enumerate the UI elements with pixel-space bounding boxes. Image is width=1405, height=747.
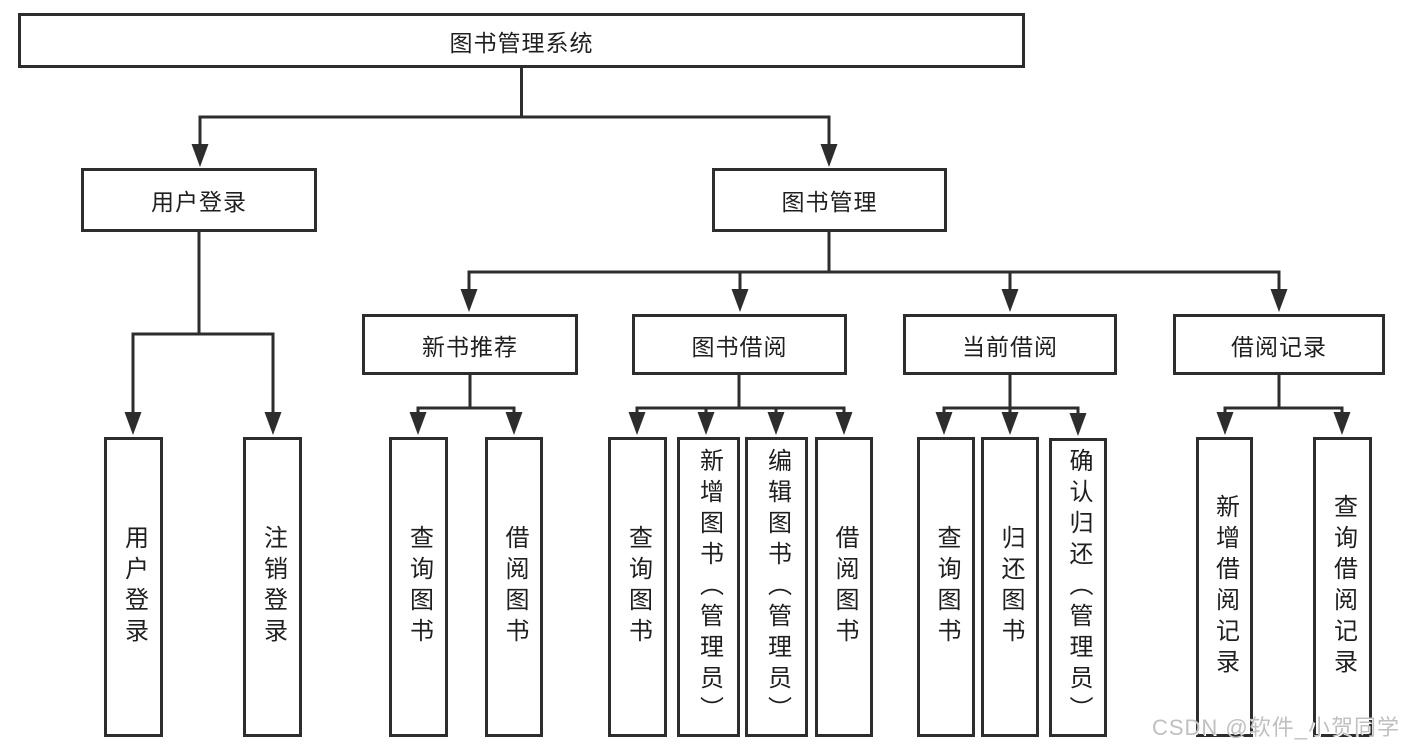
leaf-bb-add-book: 新增图书（管理员） xyxy=(677,437,740,737)
node-label: 归还图书 xyxy=(997,525,1024,649)
node-borrow-record: 借阅记录 xyxy=(1173,314,1385,375)
connector-new-book-children xyxy=(416,375,516,413)
node-label: 借阅记录 xyxy=(1231,333,1327,360)
csdn-watermark: CSDN @软件_小贺同学 xyxy=(1151,715,1400,740)
node-label: 借阅图书 xyxy=(501,525,528,649)
leaf-bb-borrow-book: 借阅图书 xyxy=(815,437,873,737)
node-label: 新书推荐 xyxy=(422,333,518,360)
node-label: 查询图书 xyxy=(405,525,433,649)
node-label: 查询借阅记录 xyxy=(1329,494,1357,680)
arrowheads-level2 xyxy=(191,144,838,167)
node-label: 编辑图书（管理员） xyxy=(763,447,791,727)
node-label: 用户登录 xyxy=(151,189,247,215)
connector-book-mgmt-children xyxy=(467,232,1281,290)
node-label: 新增图书（管理员） xyxy=(695,447,723,727)
node-label: 确认归还（管理员） xyxy=(1065,448,1092,727)
node-label: 图书管理 xyxy=(781,189,878,215)
leaf-bb-edit-book: 编辑图书（管理员） xyxy=(745,437,808,737)
leaf-cb-query-book: 查询图书 xyxy=(917,437,975,737)
node-label: 用户登录 xyxy=(120,525,148,649)
leaf-nbr-query-book: 查询图书 xyxy=(389,437,448,737)
arrowheads-user-login xyxy=(124,412,282,435)
leaf-cb-return-book: 归还图书 xyxy=(981,437,1039,737)
node-label: 查询图书 xyxy=(624,525,652,649)
node-user-login: 用户登录 xyxy=(81,168,317,232)
connector-user-login-children xyxy=(131,232,275,413)
arrowheads-borrow-record xyxy=(1216,412,1351,435)
node-book-borrow: 图书借阅 xyxy=(632,314,847,375)
leaf-br-query-record: 查询借阅记录 xyxy=(1313,437,1372,737)
arrowheads-book-borrow xyxy=(628,412,853,435)
connector-root-to-level2 xyxy=(198,68,831,145)
leaf-cb-confirm-return: 确认归还（管理员） xyxy=(1049,438,1107,737)
node-label: 借阅图书 xyxy=(831,525,858,649)
node-label: 注销登录 xyxy=(259,525,287,649)
node-new-book-rec: 新书推荐 xyxy=(362,314,578,375)
node-label: 新增借阅记录 xyxy=(1211,494,1239,680)
node-root: 图书管理系统 xyxy=(18,13,1025,68)
leaf-logout: 注销登录 xyxy=(243,437,302,737)
arrowheads-new-book xyxy=(409,412,523,435)
node-label: 查询图书 xyxy=(933,525,960,649)
node-label: 图书管理系统 xyxy=(449,29,594,56)
node-label: 图书借阅 xyxy=(691,333,788,360)
node-label: 当前借阅 xyxy=(962,333,1058,360)
arrowheads-current-borrow xyxy=(935,412,1087,436)
connector-current-borrow-children xyxy=(942,375,1080,414)
leaf-bb-query-book: 查询图书 xyxy=(608,437,667,737)
leaf-nbr-borrow-book: 借阅图书 xyxy=(485,437,543,737)
node-book-mgmt: 图书管理 xyxy=(712,168,947,232)
leaf-user-login: 用户登录 xyxy=(104,437,163,737)
node-current-borrow: 当前借阅 xyxy=(903,314,1117,375)
connector-book-borrow-children xyxy=(635,375,846,413)
connector-borrow-record-children xyxy=(1223,375,1344,413)
arrowheads-level3 xyxy=(460,289,1288,312)
leaf-br-add-record: 新增借阅记录 xyxy=(1196,437,1253,737)
